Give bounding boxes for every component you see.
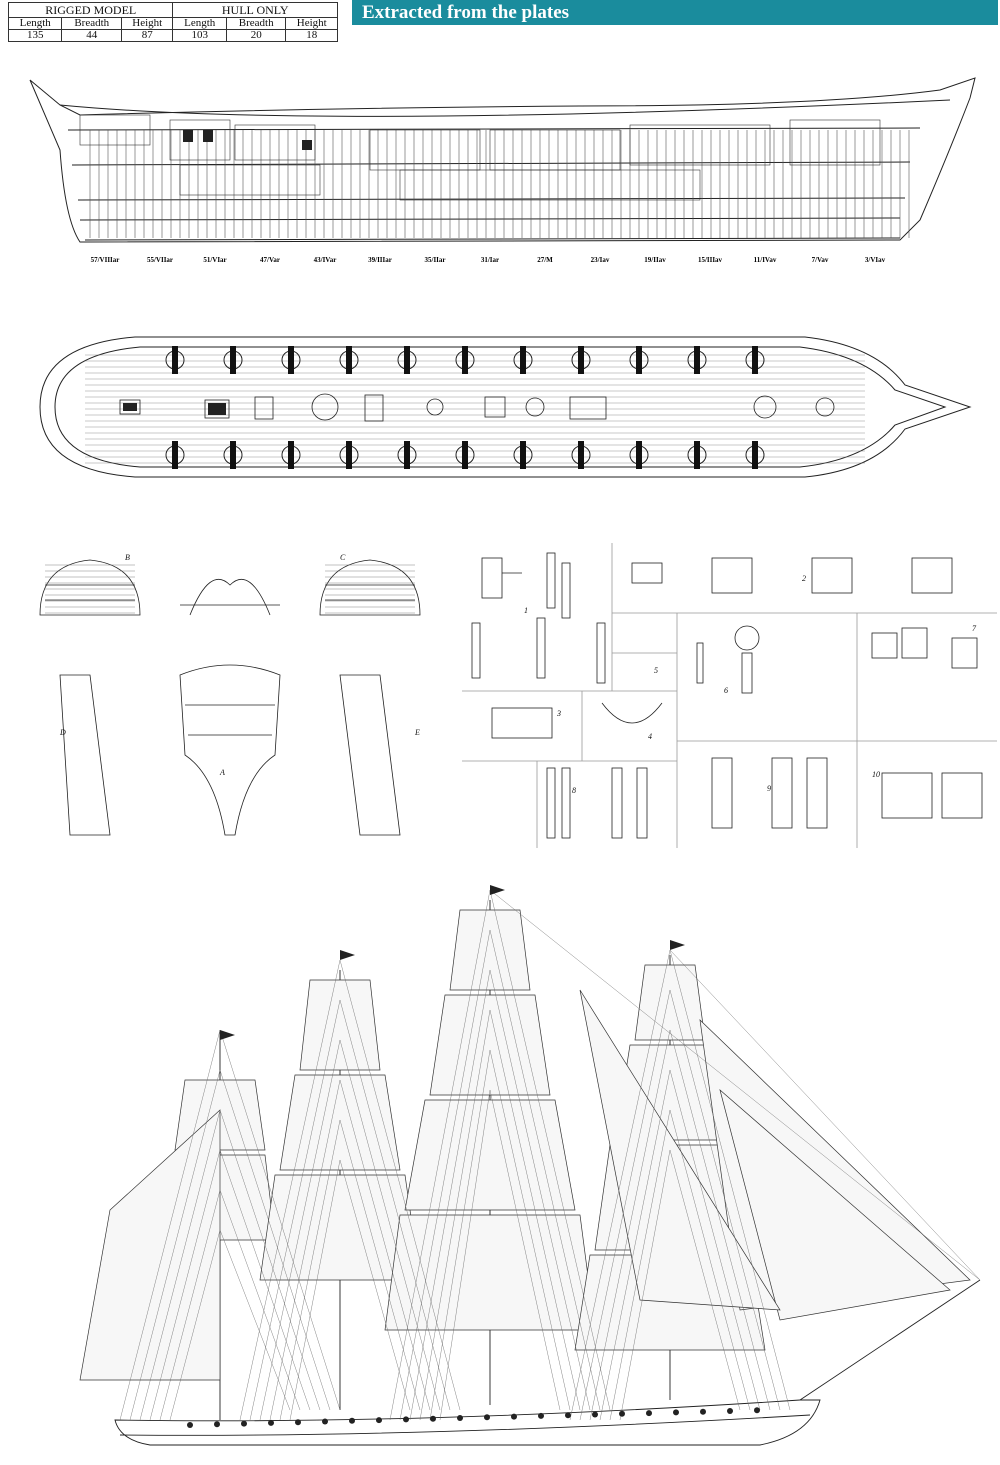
hull-profile-plan: 57/VIIIar 55/VIIar 51/VIar 47/Var 43/IVar 39/… bbox=[20, 70, 980, 270]
rigged-height-value: 87 bbox=[121, 29, 174, 42]
rigged-model-header: RIGGED MODEL bbox=[7, 2, 174, 18]
fitting-number-7: 7 bbox=[972, 624, 977, 633]
rigged-breadth-label: Breadth bbox=[61, 17, 123, 30]
section-label-b: B bbox=[125, 553, 130, 562]
plates-banner: Extracted from the plates bbox=[352, 0, 998, 25]
frame-station-label: 23/Iav bbox=[591, 256, 610, 264]
fittings-plate: 1 2 3 4 5 6 7 8 9 10 bbox=[462, 543, 997, 848]
hull-only-header: HULL ONLY bbox=[172, 2, 338, 18]
frame-station-label: 47/Var bbox=[260, 256, 280, 264]
hull-length-value: 103 bbox=[172, 29, 227, 42]
rigged-length-value: 135 bbox=[7, 29, 63, 42]
frame-station-label: 43/IVar bbox=[314, 256, 337, 264]
frame-station-label: 55/VIIar bbox=[147, 256, 173, 264]
frame-station-label: 57/VIIIar bbox=[91, 256, 120, 264]
frame-station-label: 15/IIIav bbox=[698, 256, 723, 264]
frame-station-label: 3/VIav bbox=[865, 256, 886, 264]
dimensions-table: RIGGED MODEL HULL ONLY Length Breadth He… bbox=[7, 2, 338, 42]
frame-station-label: 39/IIIar bbox=[368, 256, 392, 264]
hull-height-label: Height bbox=[285, 17, 338, 30]
hull-breadth-value: 20 bbox=[225, 29, 287, 42]
section-label-e: E bbox=[414, 728, 420, 737]
section-label-d: D bbox=[59, 728, 66, 737]
fitting-number-4: 4 bbox=[648, 732, 652, 741]
frame-station-label: 11/IVav bbox=[754, 256, 777, 264]
rigged-height-label: Height bbox=[121, 17, 174, 30]
hull-breadth-label: Breadth bbox=[225, 17, 287, 30]
fitting-number-2: 2 bbox=[802, 574, 806, 583]
fitting-number-5: 5 bbox=[654, 666, 658, 675]
hull-height-value: 18 bbox=[285, 29, 338, 42]
frame-station-label: 7/Vav bbox=[812, 256, 829, 264]
rigged-breadth-value: 44 bbox=[61, 29, 123, 42]
fitting-number-6: 6 bbox=[724, 686, 728, 695]
rigged-length-label: Length bbox=[7, 17, 63, 30]
section-label-c: C bbox=[340, 553, 346, 562]
section-label-a: A bbox=[219, 768, 225, 777]
frame-station-label: 27/M bbox=[537, 256, 553, 264]
body-sections: B C D E A bbox=[30, 545, 450, 845]
fitting-number-9: 9 bbox=[767, 784, 771, 793]
fitting-number-1: 1 bbox=[524, 606, 528, 615]
deck-plan bbox=[25, 315, 975, 500]
hull-length-label: Length bbox=[172, 17, 227, 30]
frame-station-label: 31/Iar bbox=[481, 256, 499, 264]
fitting-number-8: 8 bbox=[572, 786, 576, 795]
sail-plan bbox=[20, 880, 990, 1465]
frame-station-label: 19/IIav bbox=[644, 256, 666, 264]
fitting-number-3: 3 bbox=[556, 709, 561, 718]
frame-station-label: 35/IIar bbox=[425, 256, 446, 264]
fitting-number-10: 10 bbox=[872, 770, 880, 779]
frame-station-label: 51/VIar bbox=[203, 256, 226, 264]
